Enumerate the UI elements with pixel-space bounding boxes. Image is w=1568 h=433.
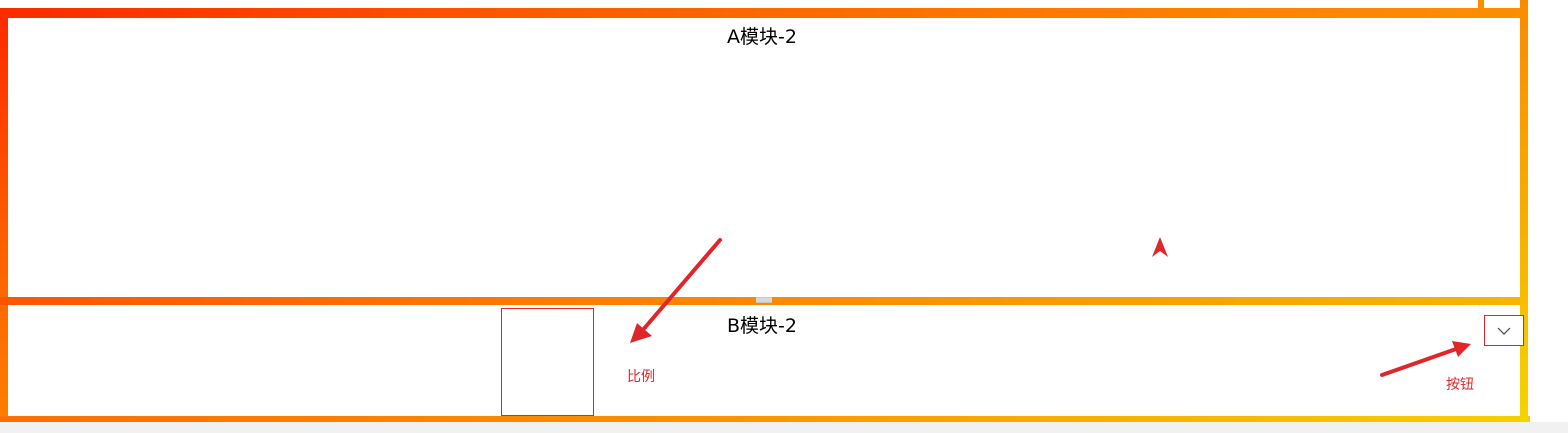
chevron-down-icon xyxy=(1497,327,1511,335)
button-pointer-arrow-icon xyxy=(1380,341,1471,377)
left-border xyxy=(0,8,8,422)
module-b-bottom-border xyxy=(0,416,1530,422)
button-annotation-label: 按钮 xyxy=(1446,377,1474,393)
module-a-title: A模块-2 xyxy=(727,26,797,48)
bottom-gutter xyxy=(0,422,1568,433)
right-border xyxy=(1520,0,1528,422)
right-edge-fragment xyxy=(1478,0,1484,10)
right-gutter xyxy=(1560,0,1568,433)
arrow-cursor-icon xyxy=(1152,237,1168,257)
splitter-handle[interactable] xyxy=(756,297,772,303)
ratio-pointer-arrow-icon xyxy=(630,238,722,343)
ratio-box[interactable] xyxy=(501,308,594,416)
module-a-top-border xyxy=(0,8,1524,18)
dropdown-button[interactable] xyxy=(1484,315,1524,346)
ratio-annotation-label: 比例 xyxy=(627,369,655,385)
module-b-title: B模块-2 xyxy=(727,315,797,337)
